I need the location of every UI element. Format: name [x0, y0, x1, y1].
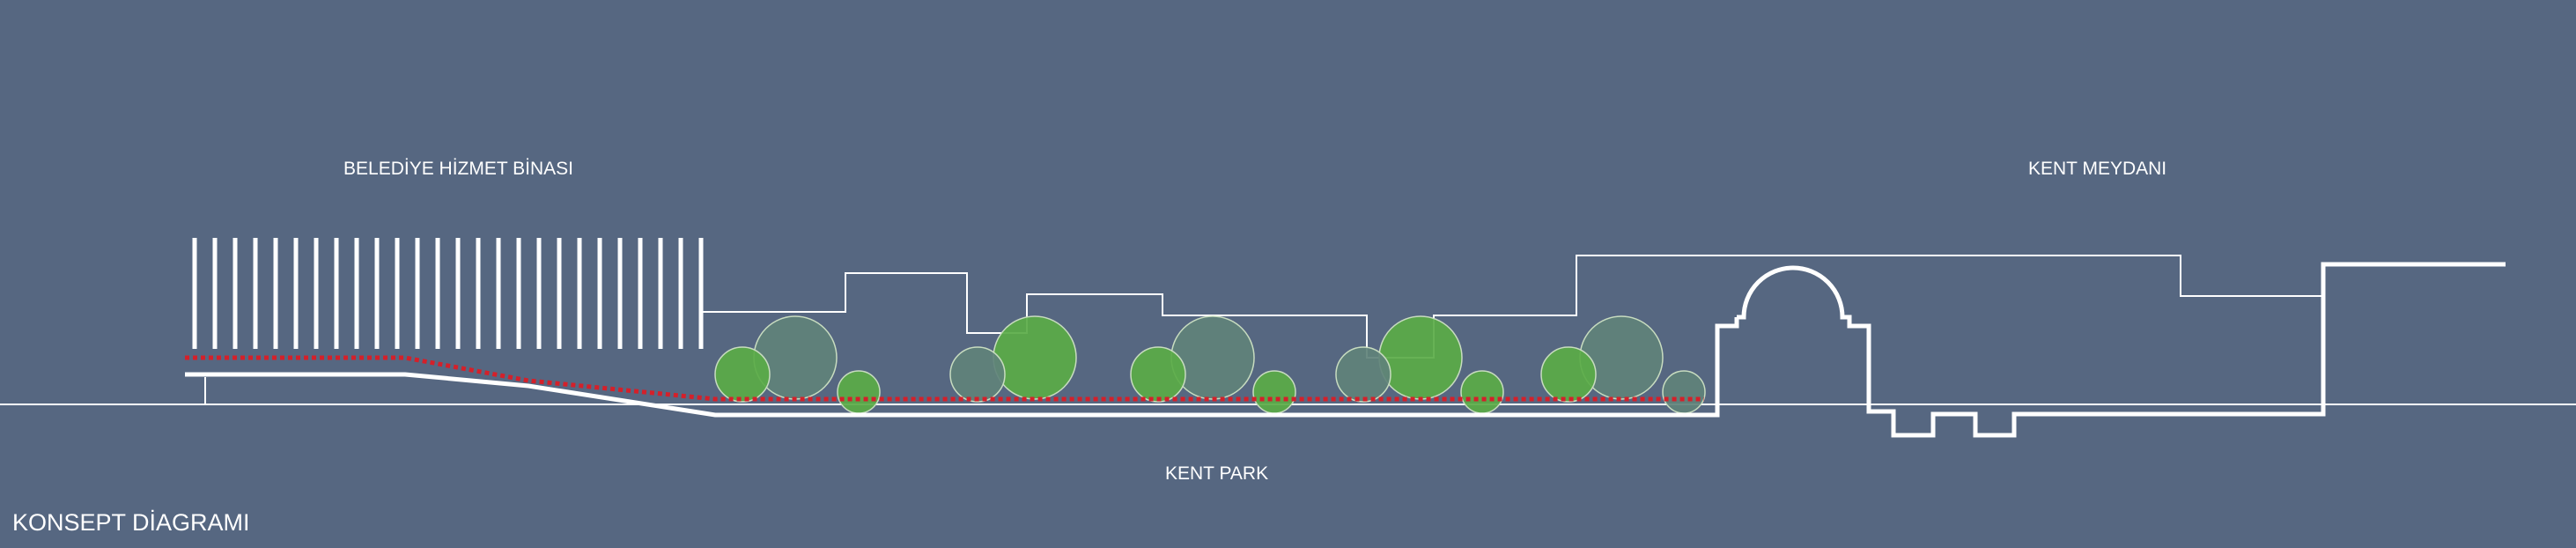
park-label: KENT PARK	[1165, 463, 1269, 484]
tree-canopy	[1540, 346, 1597, 403]
diagram-title: KONSEPT DİAGRAMI	[12, 509, 250, 536]
tree-canopy	[714, 346, 771, 403]
park-trees	[714, 315, 1706, 414]
tree-canopy	[1378, 315, 1463, 400]
terrain-section-line	[185, 317, 1739, 418]
square-label: KENT MEYDANI	[2028, 159, 2167, 179]
tree-canopy	[1252, 370, 1296, 414]
tree-canopy	[993, 315, 1077, 400]
tree-canopy	[949, 346, 1006, 403]
building-label: BELEDİYE HİZMET BİNASI	[343, 159, 574, 179]
tree-canopy	[1335, 346, 1391, 403]
tree-canopy	[1130, 346, 1186, 403]
skyline-outline	[700, 255, 2323, 359]
pedestrian-path	[185, 355, 1704, 402]
arch-pavilion	[1737, 262, 2506, 438]
tree-canopy	[1662, 370, 1706, 414]
tree-canopy	[837, 370, 881, 414]
tree-canopy	[1460, 370, 1504, 414]
tree-canopy	[1170, 315, 1255, 400]
building-colonnade	[192, 238, 704, 349]
